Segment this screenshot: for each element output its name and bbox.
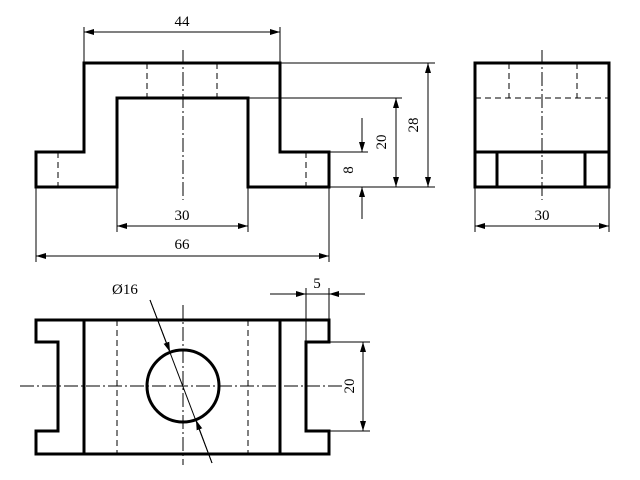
dim-8-label: 8 bbox=[341, 166, 357, 174]
front-view bbox=[34, 50, 331, 200]
dim-30-side-label: 30 bbox=[535, 208, 550, 224]
dim-28-label: 28 bbox=[406, 118, 422, 133]
front-dimensions: 44 30 66 28 20 8 bbox=[35, 14, 435, 262]
dim-diameter-label: Ø16 bbox=[112, 282, 138, 298]
dim-5-label: 5 bbox=[313, 276, 321, 292]
dim-66-label: 66 bbox=[175, 237, 191, 253]
dim-44-label: 44 bbox=[175, 14, 191, 30]
side-view: 30 bbox=[473, 50, 611, 232]
diameter-leader-arrow bbox=[149, 299, 171, 353]
dim-30-front-label: 30 bbox=[175, 208, 190, 224]
top-view: Ø16 5 20 bbox=[20, 276, 370, 465]
dim-20-top-label: 20 bbox=[342, 379, 358, 394]
diameter-leader-arrow bbox=[195, 419, 213, 464]
dim-20-front-label: 20 bbox=[374, 135, 390, 150]
